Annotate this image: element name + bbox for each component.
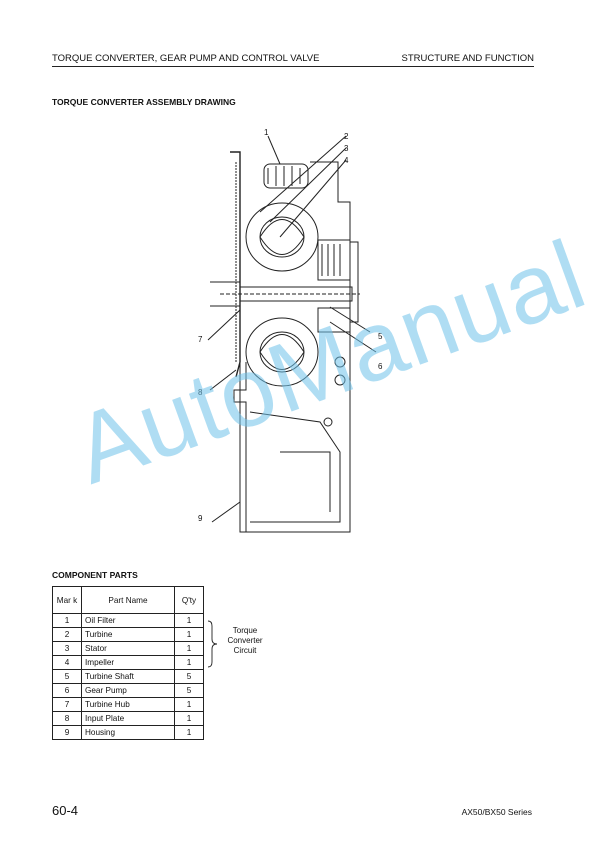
cell-qty: 1 (174, 627, 204, 642)
table-header-row: Mar k Part Name Q'ty (52, 586, 204, 614)
cell-part: Impeller (81, 655, 175, 670)
cell-mark: 4 (52, 655, 82, 670)
header-qty: Q'ty (174, 586, 204, 614)
cell-qty: 1 (174, 711, 204, 726)
cell-part: Turbine (81, 627, 175, 642)
callout-5: 5 (378, 332, 383, 341)
cell-mark: 3 (52, 641, 82, 656)
header-part-name: Part Name (81, 586, 175, 614)
table-row: 9 Housing 1 (52, 725, 204, 740)
cell-part: Turbine Hub (81, 697, 175, 712)
component-parts-table: Mar k Part Name Q'ty 1 Oil Filter 1 2 Tu… (52, 586, 204, 740)
page-number: 60-4 (52, 803, 79, 818)
group-label: Torque Converter Circuit (222, 626, 268, 656)
cell-part: Housing (81, 725, 175, 740)
group-label-line: Converter (227, 636, 263, 645)
cell-qty: 1 (174, 725, 204, 740)
callout-2: 2 (344, 132, 349, 141)
cell-mark: 6 (52, 683, 82, 698)
cell-qty: 1 (174, 613, 204, 628)
series-label: AX50/BX50 Series (461, 807, 532, 817)
group-brace (207, 620, 218, 668)
table-row: 1 Oil Filter 1 (52, 613, 204, 628)
callout-7: 7 (198, 335, 203, 344)
cell-mark: 8 (52, 711, 82, 726)
table-row: 6 Gear Pump 5 (52, 683, 204, 698)
cell-mark: 1 (52, 613, 82, 628)
header-chapter: TORQUE CONVERTER, GEAR PUMP AND CONTROL … (52, 53, 320, 64)
table-row: 3 Stator 1 (52, 641, 204, 656)
cell-qty: 1 (174, 655, 204, 670)
group-label-line: Torque (232, 626, 258, 635)
cell-qty: 5 (174, 669, 204, 684)
callout-1: 1 (264, 128, 269, 137)
header-rule (52, 66, 534, 67)
callout-8: 8 (198, 388, 203, 397)
cell-mark: 9 (52, 725, 82, 740)
table-row: 4 Impeller 1 (52, 655, 204, 670)
cell-mark: 5 (52, 669, 82, 684)
drawing-title: TORQUE CONVERTER ASSEMBLY DRAWING (52, 97, 236, 107)
group-label-line: Circuit (233, 646, 257, 655)
cell-mark: 2 (52, 627, 82, 642)
table-row: 8 Input Plate 1 (52, 711, 204, 726)
cell-mark: 7 (52, 697, 82, 712)
table-row: 2 Turbine 1 (52, 627, 204, 642)
cell-part: Stator (81, 641, 175, 656)
cell-part: Input Plate (81, 711, 175, 726)
callout-3: 3 (344, 144, 349, 153)
cell-part: Turbine Shaft (81, 669, 175, 684)
callout-6: 6 (378, 362, 383, 371)
parts-title: COMPONENT PARTS (52, 570, 138, 580)
header-mark: Mar k (52, 586, 82, 614)
cell-qty: 1 (174, 641, 204, 656)
callout-9: 9 (198, 514, 203, 523)
table-row: 7 Turbine Hub 1 (52, 697, 204, 712)
cell-part: Gear Pump (81, 683, 175, 698)
table-row: 5 Turbine Shaft 5 (52, 669, 204, 684)
cell-part: Oil Filter (81, 613, 175, 628)
callout-4: 4 (344, 156, 349, 165)
torque-converter-drawing (207, 135, 377, 533)
header-section: STRUCTURE AND FUNCTION (401, 53, 534, 64)
cell-qty: 1 (174, 697, 204, 712)
cell-qty: 5 (174, 683, 204, 698)
